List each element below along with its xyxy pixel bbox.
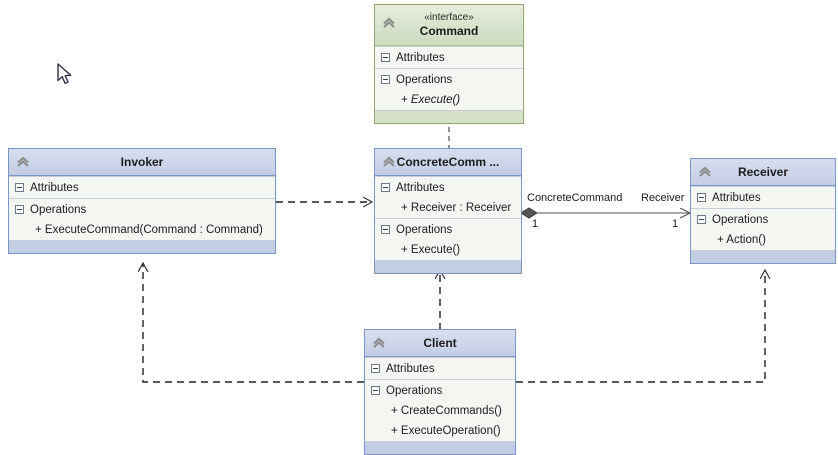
operations-label-receiver: Operations — [712, 213, 769, 226]
operations-label-invoker: Operations — [30, 203, 87, 216]
collapse-minus-icon[interactable] — [371, 364, 380, 373]
class-header-client: Client — [365, 330, 515, 357]
attributes-compartment-client: Attributes — [365, 357, 515, 379]
class-stereotype-command: «interface» — [424, 12, 474, 23]
operation-item[interactable]: + ExecuteCommand(Command : Command) — [35, 224, 263, 236]
operations-compartment-client: Operations + CreateCommands() + ExecuteO… — [365, 379, 515, 441]
class-footer-invoker — [9, 240, 275, 253]
operations-label-client: Operations — [386, 384, 443, 397]
operations-compartment-invoker: Operations + ExecuteCommand(Command : Co… — [9, 198, 275, 240]
collapse-chevron-icon[interactable] — [698, 165, 712, 179]
attributes-compartment-command: Attributes — [375, 46, 523, 68]
attributes-toggle-row-client[interactable]: Attributes — [365, 358, 515, 379]
class-header-receiver: Receiver — [691, 159, 835, 186]
operation-item[interactable]: + Execute() — [401, 244, 461, 256]
operation-item[interactable]: + ExecuteOperation() — [391, 425, 501, 437]
attribute-item[interactable]: + Receiver : Receiver — [401, 202, 512, 214]
class-footer-client — [365, 441, 515, 454]
attributes-toggle-row-receiver[interactable]: Attributes — [691, 187, 835, 208]
class-header-command: «interface» Command — [375, 5, 523, 46]
class-box-invoker[interactable]: Invoker Attributes Operations + ExecuteC… — [8, 148, 276, 254]
operations-compartment-command: Operations + Execute() — [375, 68, 523, 110]
mouse-cursor-icon — [57, 63, 75, 92]
class-footer-receiver — [691, 250, 835, 263]
operations-label-command: Operations — [396, 73, 453, 86]
collapse-minus-icon[interactable] — [371, 386, 380, 395]
attributes-toggle-row-concretecommand[interactable]: Attributes — [375, 177, 521, 198]
class-title-receiver: Receiver — [737, 165, 789, 179]
operations-toggle-row-concretecommand[interactable]: Operations — [375, 219, 521, 240]
operation-item[interactable]: + Execute() — [401, 94, 461, 106]
dependency-client-invoker — [143, 263, 364, 383]
attributes-toggle-row-invoker[interactable]: Attributes — [9, 177, 275, 198]
class-title-invoker: Invoker — [120, 155, 164, 169]
attributes-label-concretecommand: Attributes — [396, 181, 445, 194]
collapse-minus-icon[interactable] — [381, 225, 390, 234]
association-source-multiplicity: 1 — [532, 218, 539, 230]
class-box-concretecommand[interactable]: ConcreteComm ... Attributes + Receiver :… — [374, 148, 522, 274]
attributes-label-invoker: Attributes — [30, 181, 79, 194]
attributes-compartment-invoker: Attributes — [9, 176, 275, 198]
class-title-client: Client — [423, 336, 457, 350]
class-footer-command — [375, 110, 523, 123]
collapse-minus-icon[interactable] — [381, 53, 390, 62]
operations-toggle-row-invoker[interactable]: Operations — [9, 199, 275, 220]
class-title-command: Command — [419, 24, 479, 38]
attributes-compartment-receiver: Attributes — [691, 186, 835, 208]
collapse-chevron-icon[interactable] — [382, 16, 396, 30]
attributes-compartment-concretecommand: Attributes + Receiver : Receiver — [375, 176, 521, 218]
operations-toggle-row-command[interactable]: Operations — [375, 69, 523, 90]
collapse-minus-icon[interactable] — [381, 75, 390, 84]
operations-toggle-row-client[interactable]: Operations — [365, 380, 515, 401]
class-box-receiver[interactable]: Receiver Attributes Operations + Action(… — [690, 158, 836, 264]
collapse-chevron-icon[interactable] — [16, 155, 30, 169]
operations-label-concretecommand: Operations — [396, 223, 453, 236]
dependency-client-receiver — [516, 270, 765, 383]
class-header-concretecommand: ConcreteComm ... — [375, 149, 521, 176]
collapse-minus-icon[interactable] — [381, 183, 390, 192]
class-box-command[interactable]: «interface» Command Attributes Operation… — [374, 4, 524, 124]
collapse-chevron-icon[interactable] — [372, 336, 386, 350]
attributes-label-command: Attributes — [396, 51, 445, 64]
class-header-invoker: Invoker — [9, 149, 275, 176]
attributes-toggle-row-command[interactable]: Attributes — [375, 47, 523, 68]
attributes-label-client: Attributes — [386, 362, 435, 375]
attributes-label-receiver: Attributes — [712, 191, 761, 204]
association-source-role-label: ConcreteCommand — [527, 192, 623, 204]
collapse-chevron-icon[interactable] — [382, 155, 396, 169]
class-footer-concretecommand — [375, 260, 521, 273]
collapse-minus-icon[interactable] — [697, 215, 706, 224]
operations-toggle-row-receiver[interactable]: Operations — [691, 209, 835, 230]
operations-compartment-receiver: Operations + Action() — [691, 208, 835, 250]
operation-item[interactable]: + CreateCommands() — [391, 405, 502, 417]
collapse-minus-icon[interactable] — [697, 193, 706, 202]
class-title-concretecommand: ConcreteComm ... — [396, 155, 500, 169]
association-target-role-label: Receiver — [641, 192, 685, 204]
collapse-minus-icon[interactable] — [15, 183, 24, 192]
operation-item[interactable]: + Action() — [717, 234, 766, 246]
operations-compartment-concretecommand: Operations + Execute() — [375, 218, 521, 260]
collapse-minus-icon[interactable] — [15, 205, 24, 214]
class-box-client[interactable]: Client Attributes Operations + CreateCom… — [364, 329, 516, 455]
association-target-multiplicity: 1 — [672, 218, 679, 230]
